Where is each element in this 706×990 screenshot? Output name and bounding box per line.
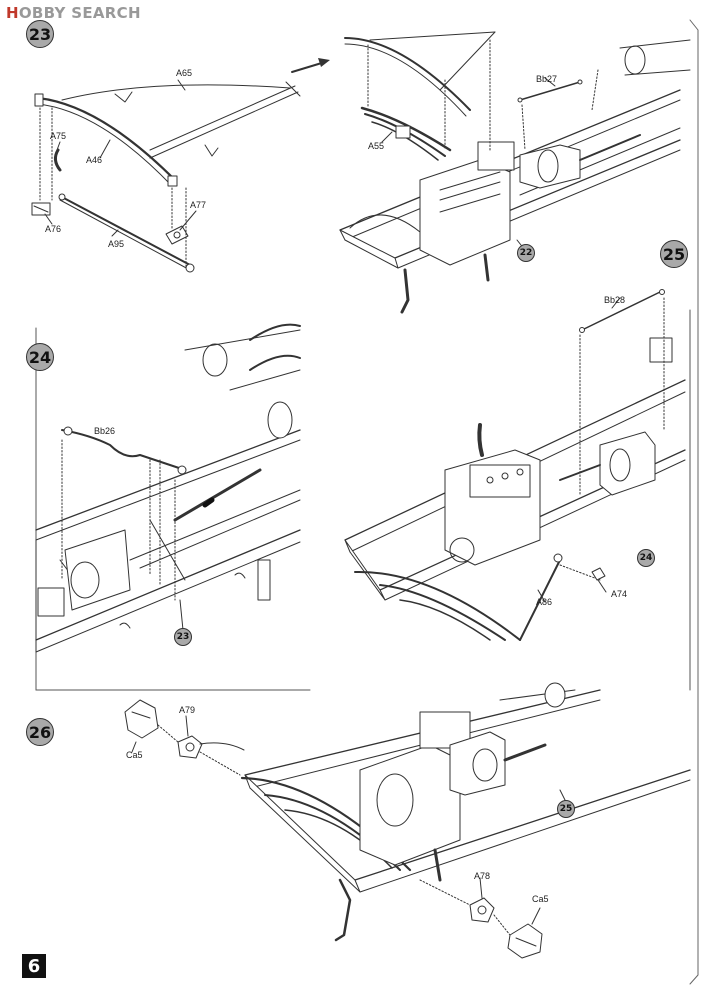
hobby-search-watermark: H OBBY SEARCH <box>6 4 141 22</box>
part-label-a79: A79 <box>179 705 196 715</box>
ref-step-23: 23 <box>174 628 192 646</box>
step-24-badge: 24 <box>26 343 54 371</box>
page-number: 6 <box>22 954 46 978</box>
part-label-a55: A55 <box>368 141 385 151</box>
ref-step-24: 24 <box>637 549 655 567</box>
part-label-a77: A77 <box>190 200 207 210</box>
step-26-badge: 26 <box>26 718 54 746</box>
part-label-bb28: Bb28 <box>604 295 626 305</box>
part-label-a65: A65 <box>176 68 193 78</box>
part-label-ca5-right: Ca5 <box>532 894 549 904</box>
part-label-a76: A76 <box>45 224 62 234</box>
step23-parts-art <box>31 79 301 273</box>
step23-chassis-art <box>339 31 691 314</box>
part-label-a78: A78 <box>474 871 491 881</box>
part-label-ca5-left: Ca5 <box>126 750 143 760</box>
part-label-a95: A95 <box>108 239 125 249</box>
part-label-a74: A74 <box>611 589 628 599</box>
page-frame-right <box>689 19 699 985</box>
ref-step-22: 22 <box>517 244 535 262</box>
step-25-badge: 25 <box>660 240 688 268</box>
step26-chassis-art <box>124 682 691 959</box>
part-label-a75: A75 <box>50 131 67 141</box>
step24-chassis-art <box>35 323 301 653</box>
watermark-brand: OBBY SEARCH <box>18 4 141 22</box>
part-label-bb26: Bb26 <box>94 426 116 436</box>
part-label-a46: A46 <box>86 155 103 165</box>
step-23-badge: 23 <box>26 20 54 48</box>
part-label-a86: A86 <box>536 597 553 607</box>
ref-step-25: 25 <box>557 800 575 818</box>
step25-chassis-art <box>344 289 686 641</box>
watermark-logo-letter: H <box>6 4 19 22</box>
direction-arrow <box>291 61 326 73</box>
part-label-bb27: Bb27 <box>536 74 558 84</box>
